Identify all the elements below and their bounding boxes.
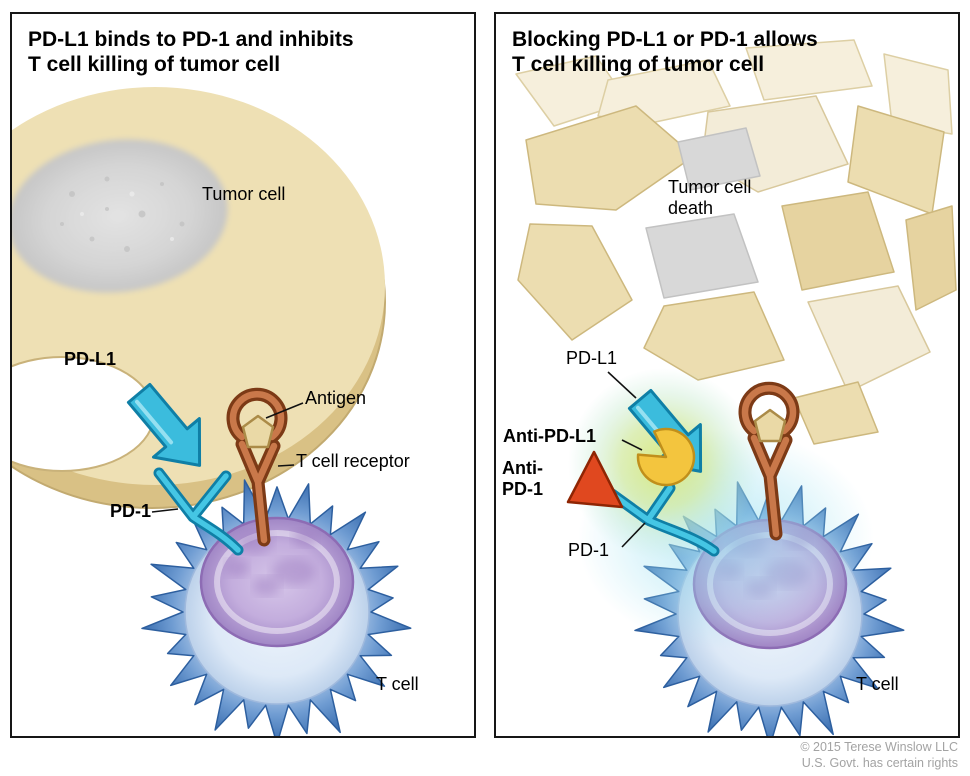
label-pd-1: PD-1 xyxy=(110,501,152,521)
right-panel-title: Blocking PD-L1 or PD-1 allows T cell kil… xyxy=(512,28,818,78)
antigen xyxy=(753,408,787,443)
t-cell xyxy=(141,479,412,736)
copyright: © 2015 Terese Winslow LLC U.S. Govt. has… xyxy=(800,740,958,771)
right-illustration xyxy=(515,39,957,736)
tumor-cell xyxy=(12,87,386,509)
leader-lines xyxy=(607,371,646,548)
t-cell-receptor-leader-line xyxy=(277,464,295,467)
label-antigen: Antigen xyxy=(305,388,367,408)
right-panel: Blocking PD-L1 or PD-1 allows T cell kil… xyxy=(494,12,960,738)
label-anti-pd-1: Anti- PD-1 xyxy=(502,458,544,499)
label-t-cell: T cell xyxy=(376,674,419,694)
left-illustration xyxy=(12,87,412,736)
tumor-cell-fragments xyxy=(515,39,957,445)
label-pd-l1: PD-L1 xyxy=(64,349,117,369)
tumor-nucleus-fragment xyxy=(677,127,761,191)
tumor-fragment xyxy=(745,39,873,101)
tumor-fragment xyxy=(883,53,953,135)
t-cell-nucleus-ring xyxy=(214,530,340,634)
label-tumor-cell-death: Tumor cell death xyxy=(668,177,752,218)
right-title-line1: Blocking PD-L1 or PD-1 allows xyxy=(512,28,818,51)
anti-pd-l1-antibody xyxy=(636,427,696,487)
left-panel-title: PD-L1 binds to PD-1 and inhibits T cell … xyxy=(28,28,354,78)
label-pd-l1: PD-L1 xyxy=(566,348,618,368)
pd-1-leader-line xyxy=(621,522,646,548)
tumor-fragment xyxy=(517,223,633,341)
label-t-cell: T cell xyxy=(856,674,899,694)
tumor-fragment xyxy=(525,105,695,211)
tumor-fragment xyxy=(807,285,931,393)
tumor-fragment xyxy=(781,191,895,291)
left-panel: PD-L1 binds to PD-1 and inhibits T cell … xyxy=(10,12,476,738)
tumor-fragment xyxy=(905,205,957,311)
t-cell-receptor xyxy=(738,381,800,541)
t-cell-nucleus-blotch xyxy=(292,529,318,547)
label-t-cell-receptor: T cell receptor xyxy=(296,451,410,471)
left-title-line1: PD-L1 binds to PD-1 and inhibits xyxy=(28,28,354,51)
pd-l1-ligand xyxy=(126,382,202,467)
pd-1-leader-line xyxy=(151,508,179,513)
antigen xyxy=(241,414,275,449)
pd-l1-leader-line xyxy=(607,371,637,399)
t-cell-nucleus-blotch xyxy=(225,559,249,577)
pd-1-receptor xyxy=(153,467,244,556)
tumor-fragment xyxy=(793,381,879,445)
left-title-line2: T cell killing of tumor cell xyxy=(28,52,281,76)
leader-lines xyxy=(151,402,304,513)
tumor-nucleus-fragment xyxy=(645,213,759,299)
label-tumor-cell: Tumor cell xyxy=(202,184,286,204)
label-pd-1: PD-1 xyxy=(568,540,610,560)
right-title-line2: T cell killing of tumor cell xyxy=(512,52,765,76)
t-cell-receptor xyxy=(226,387,288,547)
t-cell-nucleus-blotch xyxy=(253,576,281,596)
anti-pd-1-antibody xyxy=(566,450,624,509)
label-anti-pd-l1: Anti-PD-L1 xyxy=(503,426,596,446)
anti-pd-l1-leader-line xyxy=(621,439,643,451)
tumor-nucleus xyxy=(12,139,228,293)
tumor-nucleus-speckles xyxy=(60,176,185,252)
tumor-fragment xyxy=(643,291,785,381)
antigen-leader-line xyxy=(265,402,304,419)
t-cell-nucleus-blotch xyxy=(271,558,315,586)
